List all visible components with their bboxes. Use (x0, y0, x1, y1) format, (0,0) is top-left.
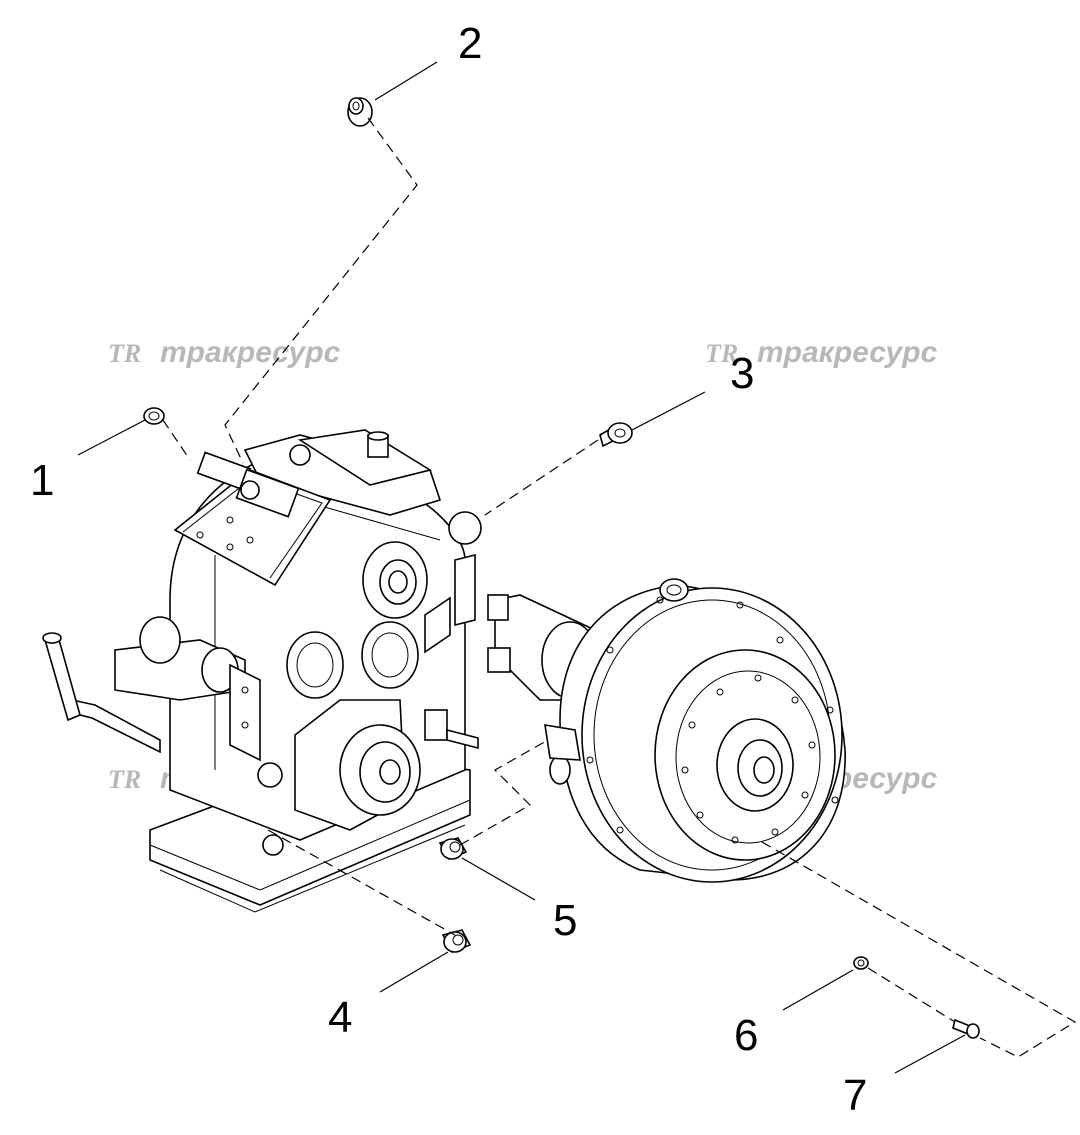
part-3-banjo-fitting (599, 422, 633, 448)
callout-6: 6 (734, 1011, 758, 1060)
flywheel-bolts (586, 596, 839, 844)
callout-4: 4 (328, 993, 352, 1042)
part-1-seal-ring (143, 407, 165, 425)
leader-lines (77, 61, 966, 1074)
watermark-logo: TR (705, 339, 738, 368)
watermark-top-left: TR тракресурс (108, 336, 341, 369)
callout-3: 3 (730, 349, 754, 398)
watermark-text: тракресурс (160, 336, 341, 369)
watermark-logo: TR (108, 765, 141, 794)
part-5-drain-plug (438, 837, 468, 861)
callout-5: 5 (553, 896, 577, 945)
callout-2: 2 (458, 19, 482, 68)
watermark-logo: TR (108, 339, 141, 368)
callout-1: 1 (30, 456, 54, 505)
part-6-washer (853, 956, 869, 970)
part-4-drain-plug (441, 929, 472, 954)
callout-7: 7 (843, 1071, 867, 1120)
assembly-dash-lines (162, 117, 1077, 1058)
gearbox-assembly (42, 429, 482, 913)
part-2-plug (347, 97, 373, 127)
watermark-top-right: TR тракресурс (705, 336, 938, 369)
watermark-text: тракресурс (757, 336, 938, 369)
part-7-bolt (952, 1018, 980, 1039)
torque-converter-assembly (487, 578, 846, 883)
